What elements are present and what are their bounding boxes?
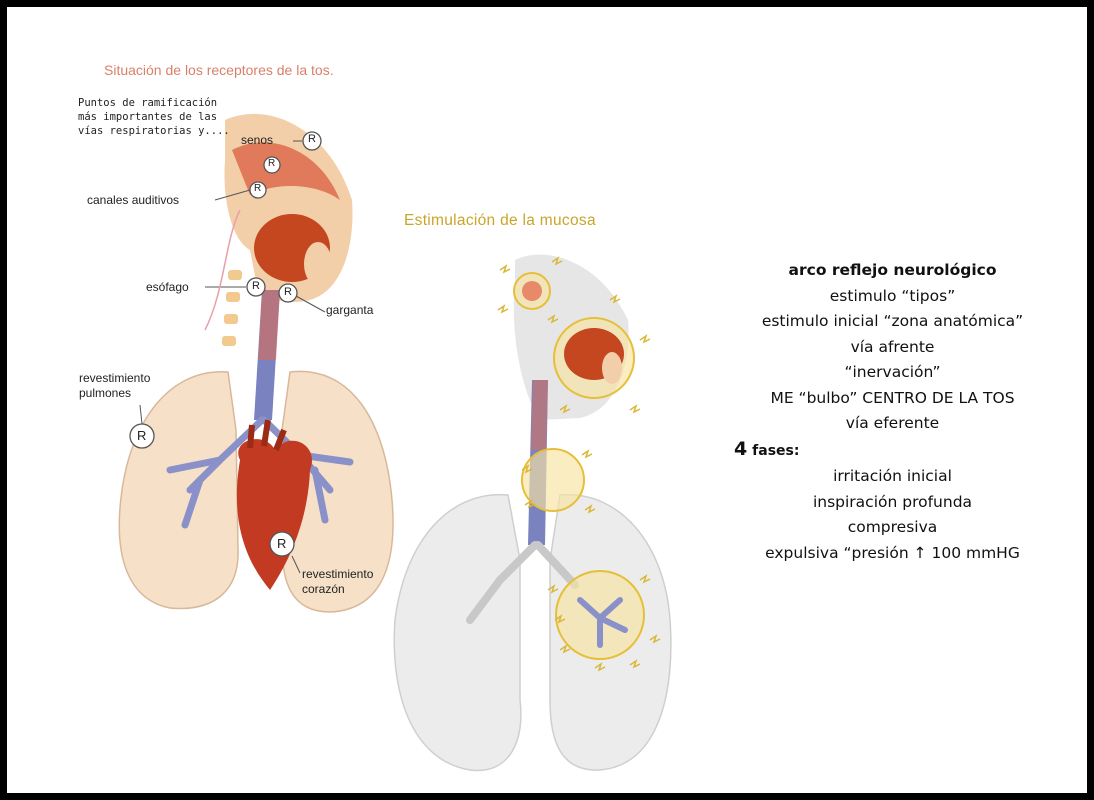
reflex-line: estimulo inicial “zona anatómica”	[720, 309, 1065, 335]
reflex-arc-text: arco reflejo neurológico estimulo “tipos…	[720, 258, 1065, 566]
reflex-line: vía eferente	[720, 411, 1065, 437]
fases-label: fases:	[752, 443, 799, 459]
fase-item: irritación inicial	[720, 464, 1065, 490]
reflex-line: estimulo “tipos”	[720, 284, 1065, 310]
fase-item: expulsiva “presión ↑ 100 mmHG	[720, 541, 1065, 567]
fase-item: compresiva	[720, 515, 1065, 541]
fases-number: 4	[734, 438, 747, 460]
fases-heading: 4 fases:	[720, 437, 1065, 465]
reflex-line: ME “bulbo” CENTRO DE LA TOS	[720, 386, 1065, 412]
reflex-line: vía afrente	[720, 335, 1065, 361]
middle-diagram-title: Estimulación de la mucosa	[404, 212, 596, 230]
reflex-line: “inervación”	[720, 360, 1065, 386]
reflex-arc-heading: arco reflejo neurológico	[720, 258, 1065, 284]
fase-item: inspiración profunda	[720, 490, 1065, 516]
